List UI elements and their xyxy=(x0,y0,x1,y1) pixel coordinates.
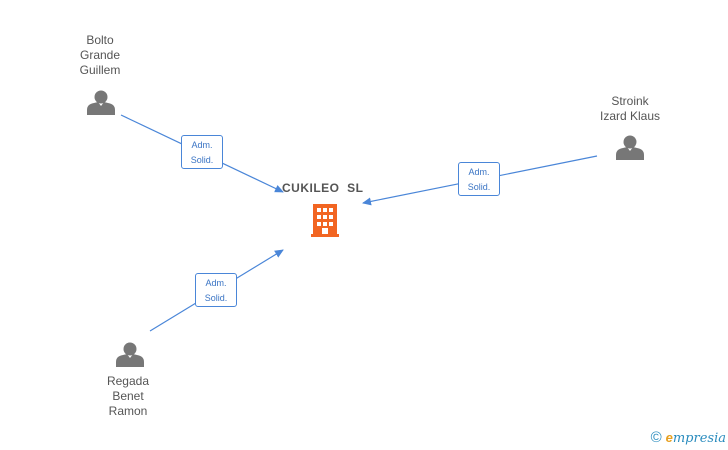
person-name-line: Regada xyxy=(106,374,150,388)
edge-role-badge-regada[interactable]: Adm. Solid. xyxy=(195,273,237,307)
person-name-line: Benet xyxy=(112,389,144,403)
edge-role-badge-stroink[interactable]: Adm. Solid. xyxy=(458,162,500,196)
empresia-watermark: ©empresia xyxy=(651,429,726,446)
person-label-stroink[interactable]: Stroink Izard Klaus xyxy=(590,94,670,124)
person-name-line: Guillem xyxy=(79,63,121,77)
person-name-line: Stroink xyxy=(611,94,649,108)
brand-initial: e xyxy=(665,430,673,445)
person-name-line: Bolto xyxy=(86,33,114,47)
edge-role-line: Adm. xyxy=(468,167,490,177)
edge-role-line: Solid. xyxy=(190,155,214,165)
person-name-line: Ramon xyxy=(108,404,148,418)
person-icon[interactable] xyxy=(87,90,115,116)
copyright-symbol: © xyxy=(650,429,662,446)
edge-role-line: Solid. xyxy=(204,293,228,303)
edge-role-badge-bolto[interactable]: Adm. Solid. xyxy=(181,135,223,169)
person-icon[interactable] xyxy=(616,135,644,161)
person-label-bolto[interactable]: Bolto Grande Guillem xyxy=(70,33,130,78)
person-label-regada[interactable]: Regada Benet Ramon xyxy=(98,374,158,419)
edge-role-line: Adm. xyxy=(205,278,227,288)
company-name[interactable]: CUKILEO SL xyxy=(282,181,364,195)
person-icon[interactable] xyxy=(116,342,144,368)
edge-role-line: Adm. xyxy=(191,140,213,150)
brand-name: mpresia xyxy=(672,431,726,446)
person-name-line: Grande xyxy=(79,48,121,62)
building-icon[interactable] xyxy=(311,204,339,237)
edge-role-line: Solid. xyxy=(467,182,491,192)
person-name-line: Izard Klaus xyxy=(599,109,661,123)
